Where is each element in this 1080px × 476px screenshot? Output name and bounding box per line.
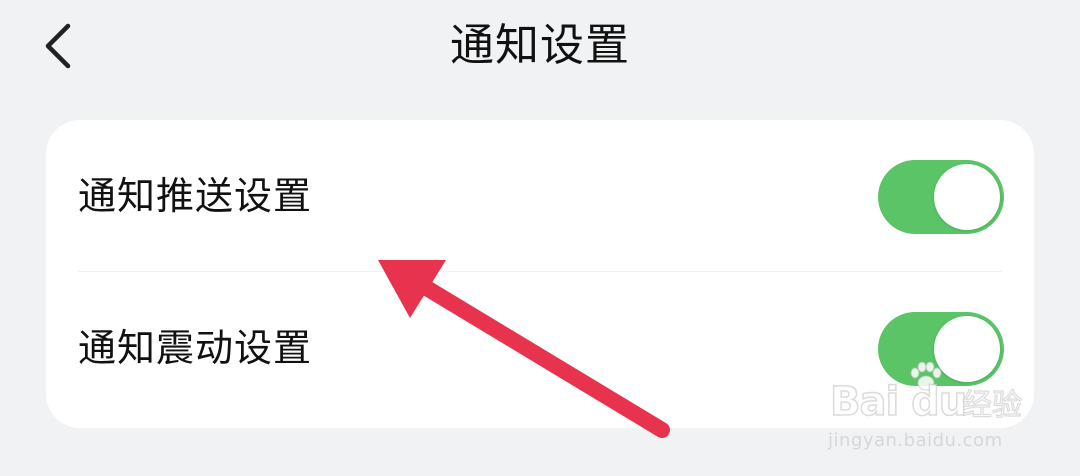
page-title: 通知设置: [450, 20, 630, 71]
watermark-url: jingyan.baidu.com: [828, 430, 1003, 451]
settings-row-label: 通知震动设置: [78, 326, 313, 370]
push-toggle[interactable]: [878, 160, 1004, 234]
top-bar: 通知设置: [0, 0, 1080, 96]
chevron-left-icon: [45, 23, 71, 69]
divider: [78, 271, 1002, 272]
back-button[interactable]: [36, 18, 84, 74]
vibration-toggle[interactable]: [878, 312, 1004, 386]
settings-row-vibration[interactable]: 通知震动设置: [46, 272, 1034, 424]
toggle-knob: [934, 164, 1000, 230]
settings-row-label: 通知推送设置: [78, 174, 313, 218]
settings-card: 通知推送设置 通知震动设置: [46, 120, 1034, 428]
settings-row-push[interactable]: 通知推送设置: [46, 120, 1034, 272]
toggle-knob: [934, 316, 1000, 382]
